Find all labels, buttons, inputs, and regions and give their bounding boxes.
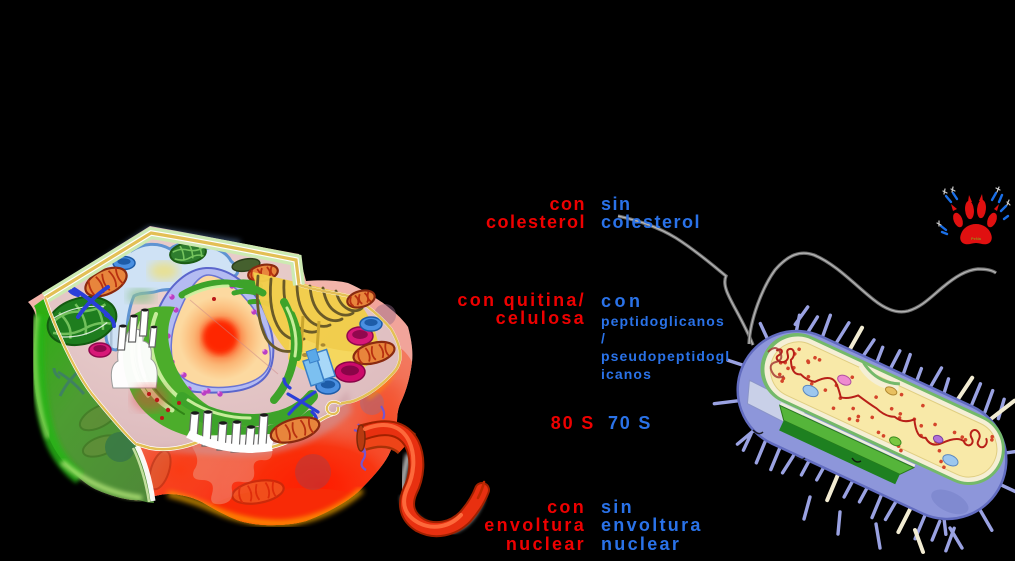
svg-text:PeNa: PeNa [971, 236, 982, 241]
